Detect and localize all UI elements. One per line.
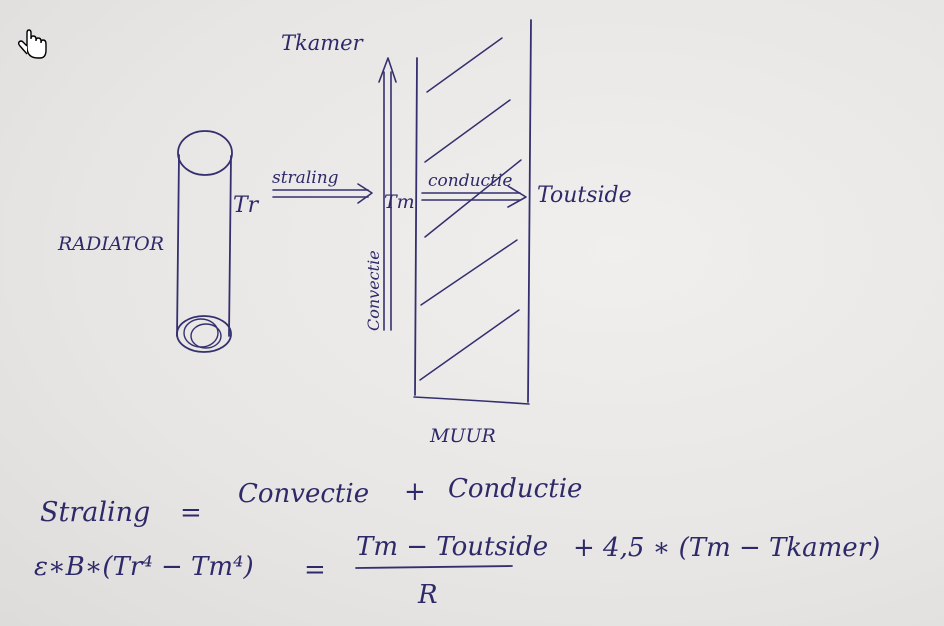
straling-label: straling — [272, 168, 339, 188]
hand-pointer-icon[interactable] — [17, 29, 47, 59]
tm-label: Tm — [384, 191, 415, 213]
eq1-straling: Straling — [40, 497, 150, 528]
conductie-label: conductie — [428, 171, 512, 191]
eq1-equals: = — [180, 498, 202, 528]
eq2-numerator: Tm − Toutside — [356, 532, 548, 562]
radiator-cylinder — [176, 130, 233, 353]
fraction-bar — [355, 565, 513, 569]
eq1-plus: + — [404, 477, 426, 507]
muur-label: MUUR — [429, 425, 496, 447]
tr-label: Tr — [233, 193, 260, 218]
eq1-conductie: Conductie — [448, 474, 582, 504]
radiation-arrow — [272, 183, 373, 204]
convection-arrow — [378, 57, 397, 331]
radiator-label: RADIATOR — [57, 233, 164, 255]
eq1-convectie: Convectie — [238, 479, 369, 509]
eq2-equals: = — [304, 555, 326, 585]
eq2-denominator: R — [417, 580, 438, 610]
eq2-rest: + 4,5 ∗ (Tm − Tkamer) — [573, 533, 880, 563]
tkamer-label: Tkamer — [281, 31, 365, 55]
eq2-lhs: ε∗B∗(Tr⁴ − Tm⁴) — [34, 552, 254, 582]
wall-muur — [413, 19, 532, 405]
convectie-vertical-label: Convectie — [364, 250, 383, 331]
toutside-label: Toutside — [537, 183, 632, 208]
conduction-arrow — [421, 185, 527, 208]
